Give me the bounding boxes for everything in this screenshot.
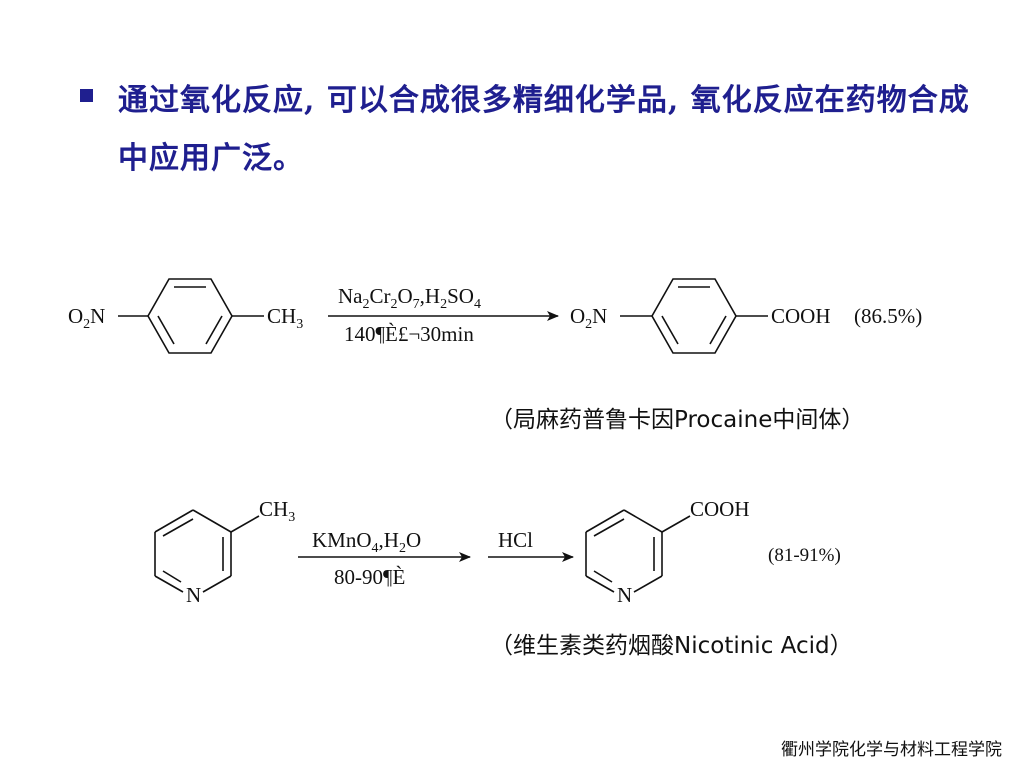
reaction-1-reagents: Na2Cr2O7,H2SO4 <box>338 284 481 312</box>
reactant-1-methyl-group: CH3 <box>267 304 303 332</box>
reactant-2-methyl-group: CH3 <box>259 497 295 525</box>
product-2-carboxyl-group: COOH <box>690 497 750 521</box>
reactant-2-nitrogen: N <box>186 583 201 607</box>
product-2-bond-substituent <box>661 515 691 533</box>
bullet-marker <box>80 89 93 102</box>
bullet-text: 通过氧化反应, 可以合成很多精细化学品, 氧化反应在药物合成中应用广泛。 <box>118 83 970 176</box>
reaction-1-yield: (86.5%) <box>854 304 922 328</box>
reaction-2-step1-reagents: KMnO4,H2O <box>312 528 421 556</box>
reactant-1-benzene-ring <box>147 278 233 354</box>
reaction-2-step1-conditions: 80-90¶È <box>334 565 405 589</box>
reaction-2-caption: （维生素类药烟酸Nicotinic Acid） <box>490 633 853 659</box>
reactant-2-pyridine-ring <box>154 509 232 593</box>
reactant-1-nitro-group: O2N <box>68 304 105 332</box>
reaction-2-yield: (81-91%) <box>768 545 841 566</box>
product-1-nitro-group: O2N <box>570 304 607 332</box>
reactant-2-bond-substituent <box>230 515 260 533</box>
product-2-nitrogen: N <box>617 583 632 607</box>
footer-institution: 衢州学院化学与材料工程学院 <box>781 740 1002 760</box>
reaction-1: O2N CH3 Na2Cr2O7,H2SO4 140¶È£¬30min O2N … <box>68 278 922 354</box>
product-1-carboxyl-group: COOH <box>771 304 831 328</box>
product-1-benzene-ring <box>651 278 737 354</box>
reaction-2: CH3 N KMnO4,H2O 80-90¶È HCl COOH N (81-9… <box>154 497 841 607</box>
reaction-1-caption: （局麻药普鲁卡因Procaine中间体） <box>490 407 865 433</box>
reaction-2-step2-reagent: HCl <box>498 528 533 552</box>
product-2-pyridine-ring <box>585 509 663 593</box>
reaction-1-conditions: 140¶È£¬30min <box>344 322 474 346</box>
